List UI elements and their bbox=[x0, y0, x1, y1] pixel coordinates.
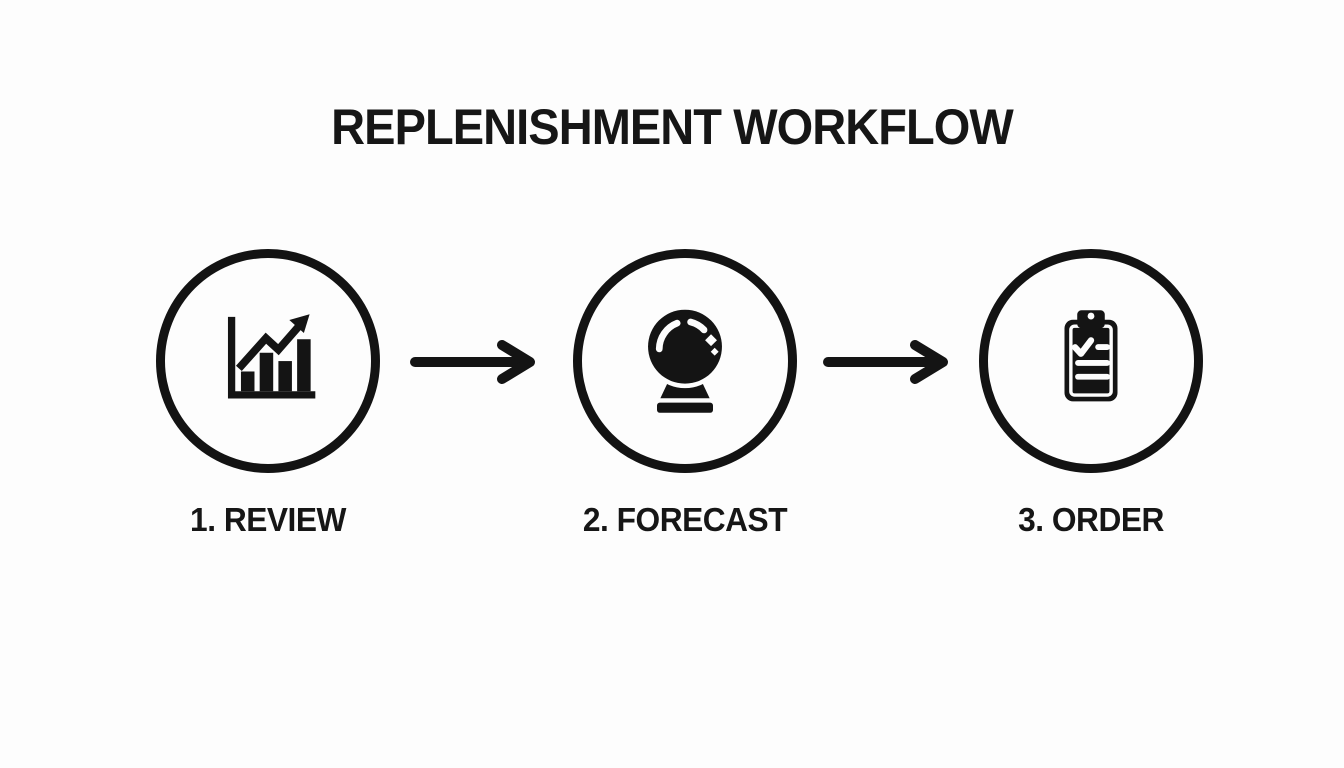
step-label-review: 1. REVIEW bbox=[190, 501, 346, 538]
step-circle-order bbox=[979, 249, 1203, 473]
step-label-order: 3. ORDER bbox=[1018, 501, 1164, 538]
bar-chart-trend-icon bbox=[216, 307, 320, 416]
clipboard-checklist-icon bbox=[1038, 306, 1144, 417]
arrow-right-icon bbox=[409, 339, 537, 385]
arrow-right-icon bbox=[822, 339, 950, 385]
step-circle-forecast bbox=[573, 249, 797, 473]
step-circle-review bbox=[156, 249, 380, 473]
step-label-forecast: 2. FORECAST bbox=[582, 501, 788, 538]
page-title: REPLENISHMENT WORKFLOW bbox=[331, 99, 1014, 155]
crystal-ball-icon bbox=[629, 303, 741, 420]
